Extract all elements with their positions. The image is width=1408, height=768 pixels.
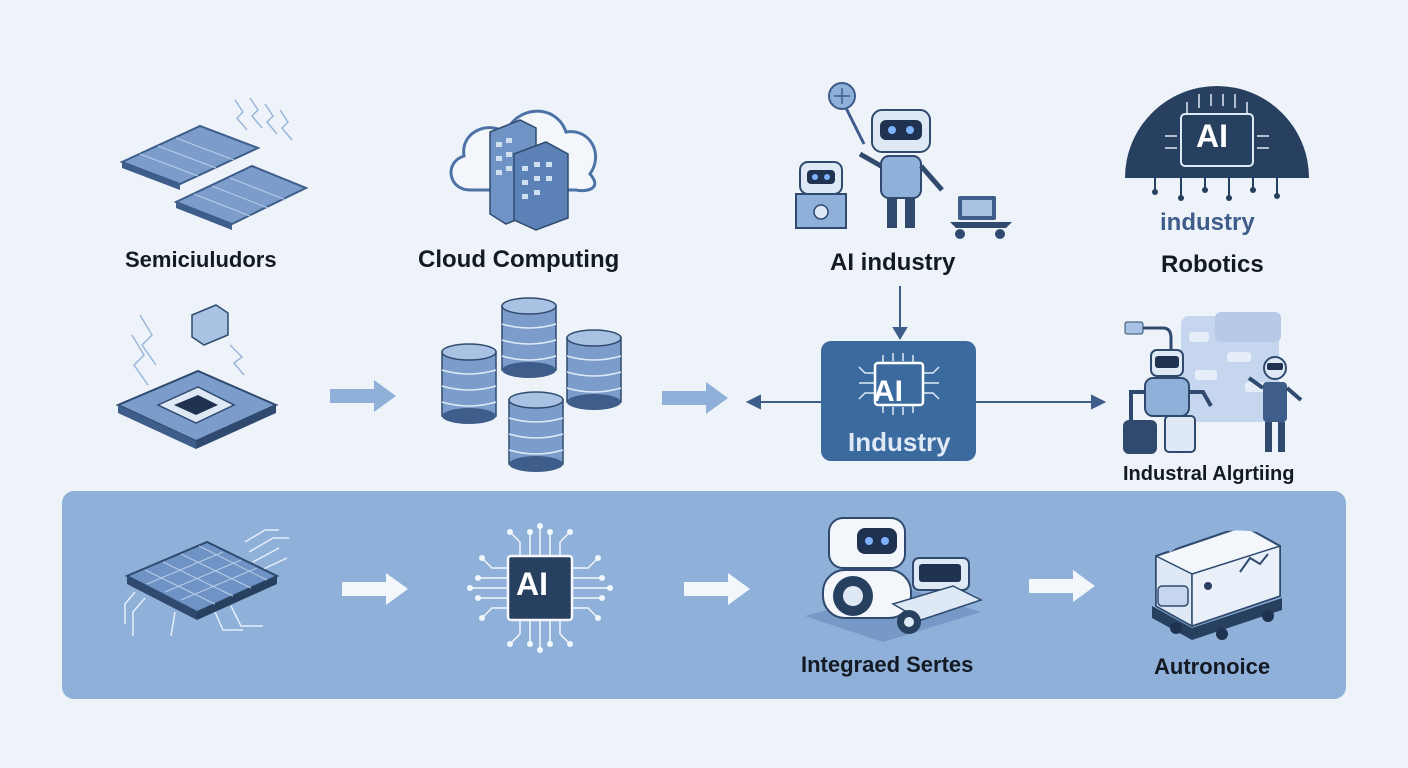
ai-chip-icon	[858, 353, 940, 415]
ai-dome-icon	[1125, 86, 1309, 201]
ai-box-label: Industry	[848, 427, 951, 457]
cloud-computing-label: Cloud Computing	[418, 246, 620, 273]
autonomous-label: Autronoice	[1154, 654, 1271, 679]
band-arrow-3	[1029, 570, 1095, 602]
chip-board-icon	[115, 304, 279, 449]
cloud-server-icon	[449, 109, 597, 231]
ai-industry-label: AI industry	[830, 249, 956, 276]
ai-industry-box: AI Industry	[821, 341, 976, 461]
ai-circuit-chip-icon	[467, 523, 613, 653]
arrow-right-icon-2	[662, 382, 728, 414]
band-arrow-2	[684, 573, 750, 605]
connector-lines	[745, 286, 1107, 410]
ai-box-chip-text: AI	[873, 375, 903, 408]
arrow-right-icon	[330, 380, 396, 412]
dome-sub-text: industry	[1160, 209, 1255, 236]
service-robot-icon	[805, 517, 983, 642]
autonomous-vehicle-icon	[1152, 524, 1282, 640]
industrial-robots-icon	[1123, 312, 1303, 454]
robots-icon	[795, 82, 1012, 239]
band-arrow-1	[342, 573, 408, 605]
integrated-label: Integraed Sertes	[801, 652, 974, 677]
circuit-chip-icon	[124, 529, 289, 637]
band-ai-chip-text: AI	[516, 566, 548, 602]
industrial-label: Industral Algrtiing	[1123, 463, 1295, 485]
dome-chip-text: AI	[1196, 118, 1228, 154]
solar-panel-icon	[119, 97, 309, 230]
semiconductors-label: Semiciuludors	[125, 247, 277, 272]
robotics-label: Robotics	[1161, 251, 1264, 278]
database-cylinders-icon	[441, 297, 622, 473]
